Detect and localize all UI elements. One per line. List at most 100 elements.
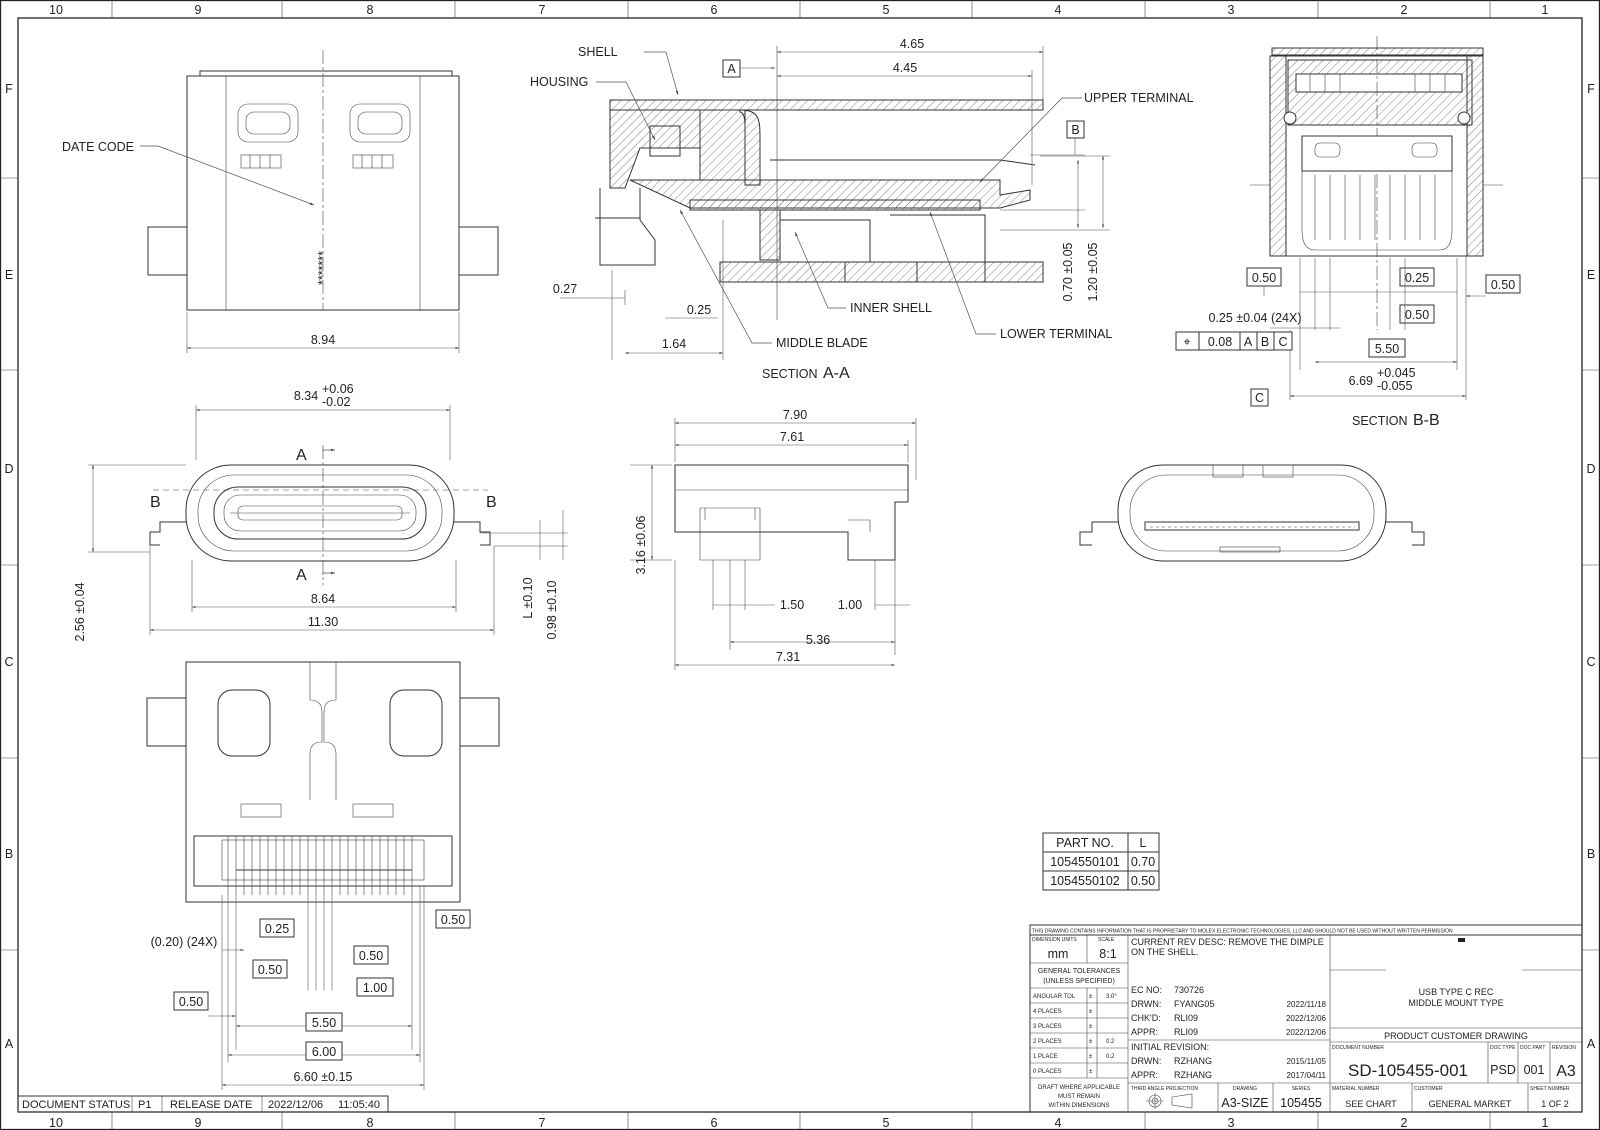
col-4: 4 xyxy=(1055,3,1062,17)
document-status-bar: DOCUMENT STATUS P1 RELEASE DATE 2022/12/… xyxy=(17,1095,389,1113)
material-number: SEE CHART xyxy=(1345,1099,1397,1109)
dimension-units-label: DIMENSION UNITS xyxy=(1032,937,1077,943)
tol-2-places-label: 2 PLACES xyxy=(1033,1039,1062,1045)
doc-number-label: DOCUMENT NUMBER xyxy=(1332,1045,1384,1051)
doc-part: 001 xyxy=(1524,1063,1545,1077)
dim-8-34-plus: +0.06 xyxy=(322,382,354,396)
drwn-label: DRWN: xyxy=(1131,999,1161,1009)
bot-dim-0-25: 0.25 xyxy=(265,922,289,936)
drawing-size: A3-SIZE xyxy=(1221,1096,1268,1110)
dim-8-34-minus: -0.02 xyxy=(322,395,351,409)
front-dims: 8.34 +0.06 -0.02 8.64 11.30 2.56 ±0.04 L… xyxy=(73,382,568,642)
doc-number: SD-105455-001 xyxy=(1348,1061,1468,1080)
dim-1-00: 1.00 xyxy=(838,598,862,612)
datum-c-letter: C xyxy=(1255,391,1264,405)
tol-3-places-label: 3 PLACES xyxy=(1033,1024,1062,1030)
chkd-name: RLI09 xyxy=(1174,1013,1198,1023)
col-6-bottom: 6 xyxy=(711,1116,718,1130)
section-b-b-prefix: SECTION xyxy=(1352,414,1408,428)
row-A: A xyxy=(5,1037,14,1051)
row-B-right: B xyxy=(1587,847,1595,861)
row-D: D xyxy=(4,462,13,476)
bot-dim-5-50: 5.50 xyxy=(312,1016,336,1030)
gdt-tolerance: 0.08 xyxy=(1208,335,1232,349)
chkd-date: 2022/12/06 xyxy=(1286,1014,1327,1023)
initial-revision: INITIAL REVISION: xyxy=(1131,1042,1209,1052)
part-number-table: PART NO. L 1054550101 0.70 1054550102 0.… xyxy=(1042,832,1160,891)
date-code-marks: ******* xyxy=(316,251,330,285)
dim-1-64: 1.64 xyxy=(662,337,686,351)
col-9-bottom: 9 xyxy=(195,1116,202,1130)
rear-view xyxy=(1079,464,1425,562)
rev-desc-1: CURRENT REV DESC: REMOVE THE DIMPLE xyxy=(1131,937,1324,947)
bot-dim-0-50c: 0.50 xyxy=(359,949,383,963)
col-3: 3 xyxy=(1228,3,1235,17)
col-4-bottom: 4 xyxy=(1055,1116,1062,1130)
dim-0-98: 0.98 ±0.10 xyxy=(545,580,559,639)
label-shell: SHELL xyxy=(578,45,618,59)
col-2-bottom: 2 xyxy=(1401,1116,1408,1130)
section-b-b-dims: 0.50 0.25 0.50 0.50 0.25 ±0.04 (24X) 5.5… xyxy=(1208,256,1521,400)
row-F: F xyxy=(5,82,13,96)
part-table-row-2-part: 1054550102 xyxy=(1050,874,1120,888)
dim-7-61: 7.61 xyxy=(780,430,804,444)
col-1-bottom: 1 xyxy=(1542,1116,1549,1130)
col-3-bottom: 3 xyxy=(1228,1116,1235,1130)
column-markers-top: 10 9 8 7 6 5 4 3 2 1 xyxy=(49,3,1548,17)
revision-label: REVISION xyxy=(1552,1045,1576,1051)
bot-dim-1-00: 1.00 xyxy=(363,981,387,995)
tol-angular-value: 3.0° xyxy=(1106,994,1117,1000)
dim-1-20: 1.20 ±0.05 xyxy=(1086,242,1100,301)
part-table-header-part: PART NO. xyxy=(1056,836,1114,850)
tol-1-place-sign: ± xyxy=(1089,1054,1093,1060)
bb-dim-6-69-plus: +0.045 xyxy=(1377,366,1416,380)
row-F-right: F xyxy=(1587,82,1595,96)
init-appr-date: 2017/04/11 xyxy=(1287,1071,1327,1080)
revision: A3 xyxy=(1556,1063,1576,1080)
bb-dim-pitch: 0.25 ±0.04 (24X) xyxy=(1208,311,1301,325)
label-housing: HOUSING xyxy=(530,75,588,89)
dim-11-30: 11.30 xyxy=(308,615,338,629)
drwn-date: 2022/11/18 xyxy=(1287,1000,1327,1009)
ec-number: 730726 xyxy=(1174,985,1204,995)
col-9: 9 xyxy=(195,3,202,17)
customer-label: CUSTOMER xyxy=(1414,1086,1443,1092)
release-date: 2022/12/06 xyxy=(268,1099,323,1111)
datum-c: C xyxy=(1250,388,1269,407)
col-10-bottom: 10 xyxy=(49,1116,63,1130)
draft-note-2: MUST REMAIN xyxy=(1058,1094,1100,1100)
col-5-bottom: 5 xyxy=(883,1116,890,1130)
drawing-type: PRODUCT CUSTOMER DRAWING xyxy=(1384,1031,1528,1041)
section-a-a-prefix: SECTION xyxy=(762,367,818,381)
section-b-b-id: B-B xyxy=(1413,412,1440,429)
init-drwn-date: 2015/11/05 xyxy=(1287,1057,1327,1066)
tol-1-place-value: 0.2 xyxy=(1106,1054,1115,1060)
third-angle-label: THIRD ANGLE PROJECTION xyxy=(1131,1086,1198,1092)
bb-dim-0-25: 0.25 xyxy=(1405,271,1429,285)
material-label: MATERIAL NUMBER xyxy=(1332,1086,1380,1092)
bot-dim-0-50d: 0.50 xyxy=(179,995,203,1009)
section-b-b-title: SECTION B-B xyxy=(1352,412,1440,429)
row-B: B xyxy=(5,847,13,861)
proprietary-notice: THIS DRAWING CONTAINS INFORMATION THAT I… xyxy=(1032,929,1453,935)
label-lower-terminal: LOWER TERMINAL xyxy=(1000,327,1112,341)
bottom-pins xyxy=(227,836,413,895)
datum-b-letter: B xyxy=(1071,123,1079,137)
appr-name: RLI09 xyxy=(1174,1027,1198,1037)
dim-3-16: 3.16 ±0.06 xyxy=(634,515,648,574)
col-6: 6 xyxy=(711,3,718,17)
row-E-right: E xyxy=(1587,268,1595,282)
sheet-number: 1 OF 2 xyxy=(1541,1099,1569,1109)
dim-8-94: 8.94 xyxy=(311,333,335,347)
section-a-a-title: SECTION A-A xyxy=(762,365,850,382)
row-markers-left: F E D C B A xyxy=(4,82,13,1051)
part-table-row-1-l: 0.70 xyxy=(1131,855,1155,869)
tolerance-rows: ANGULAR TOL ± 3.0° 4 PLACES ± 3 PLACES ±… xyxy=(1033,994,1117,1075)
ec-label: EC NO: xyxy=(1131,985,1162,995)
bot-dim-6-00: 6.00 xyxy=(312,1045,336,1059)
drawing-title-1: USB TYPE C REC xyxy=(1419,987,1494,997)
document-status: P1 xyxy=(138,1099,151,1111)
dim-1-50: 1.50 xyxy=(780,598,804,612)
row-C: C xyxy=(4,655,13,669)
row-E: E xyxy=(5,268,13,282)
